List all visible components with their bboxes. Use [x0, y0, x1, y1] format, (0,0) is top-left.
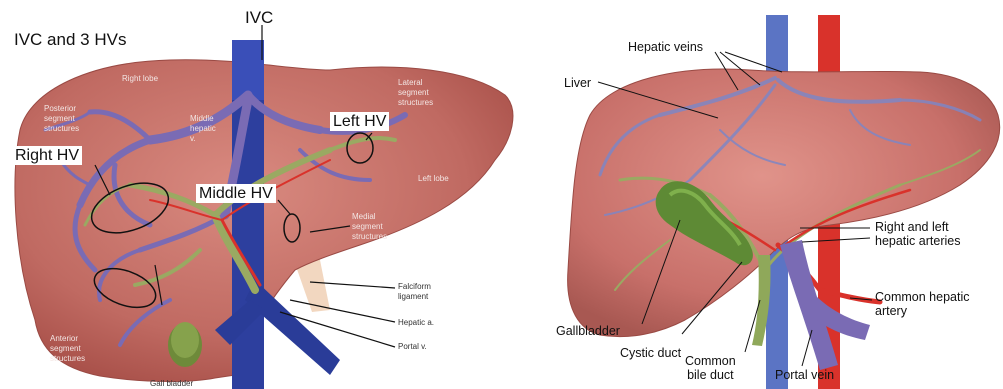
right-hv-label: Right HV — [12, 146, 82, 165]
right-lobe-label: Right lobe — [122, 74, 158, 84]
liver-label: Liver — [564, 76, 591, 90]
middle-hv-label: Middle HV — [196, 184, 276, 203]
gallbladder-left-label: Gall bladder — [150, 379, 193, 389]
cystic-duct-label: Cystic duct — [620, 346, 681, 360]
ivc-label: IVC — [245, 8, 273, 28]
hepatic-a-label: Hepatic a. — [398, 318, 434, 328]
hepatic-veins-label: Hepatic veins — [628, 40, 703, 54]
gallbladder-right-label: Gallbladder — [556, 324, 620, 338]
portal-vein-label: Portal vein — [775, 368, 834, 382]
left-liver-illustration: IVC and 3 HVs IVC Right HV Middle HV Lef… — [0, 0, 520, 389]
left-lobe-label: Left lobe — [418, 174, 449, 184]
portal-v-label: Portal v. — [398, 342, 427, 352]
left-hv-label: Left HV — [330, 112, 389, 131]
left-title: IVC and 3 HVs — [14, 30, 126, 50]
